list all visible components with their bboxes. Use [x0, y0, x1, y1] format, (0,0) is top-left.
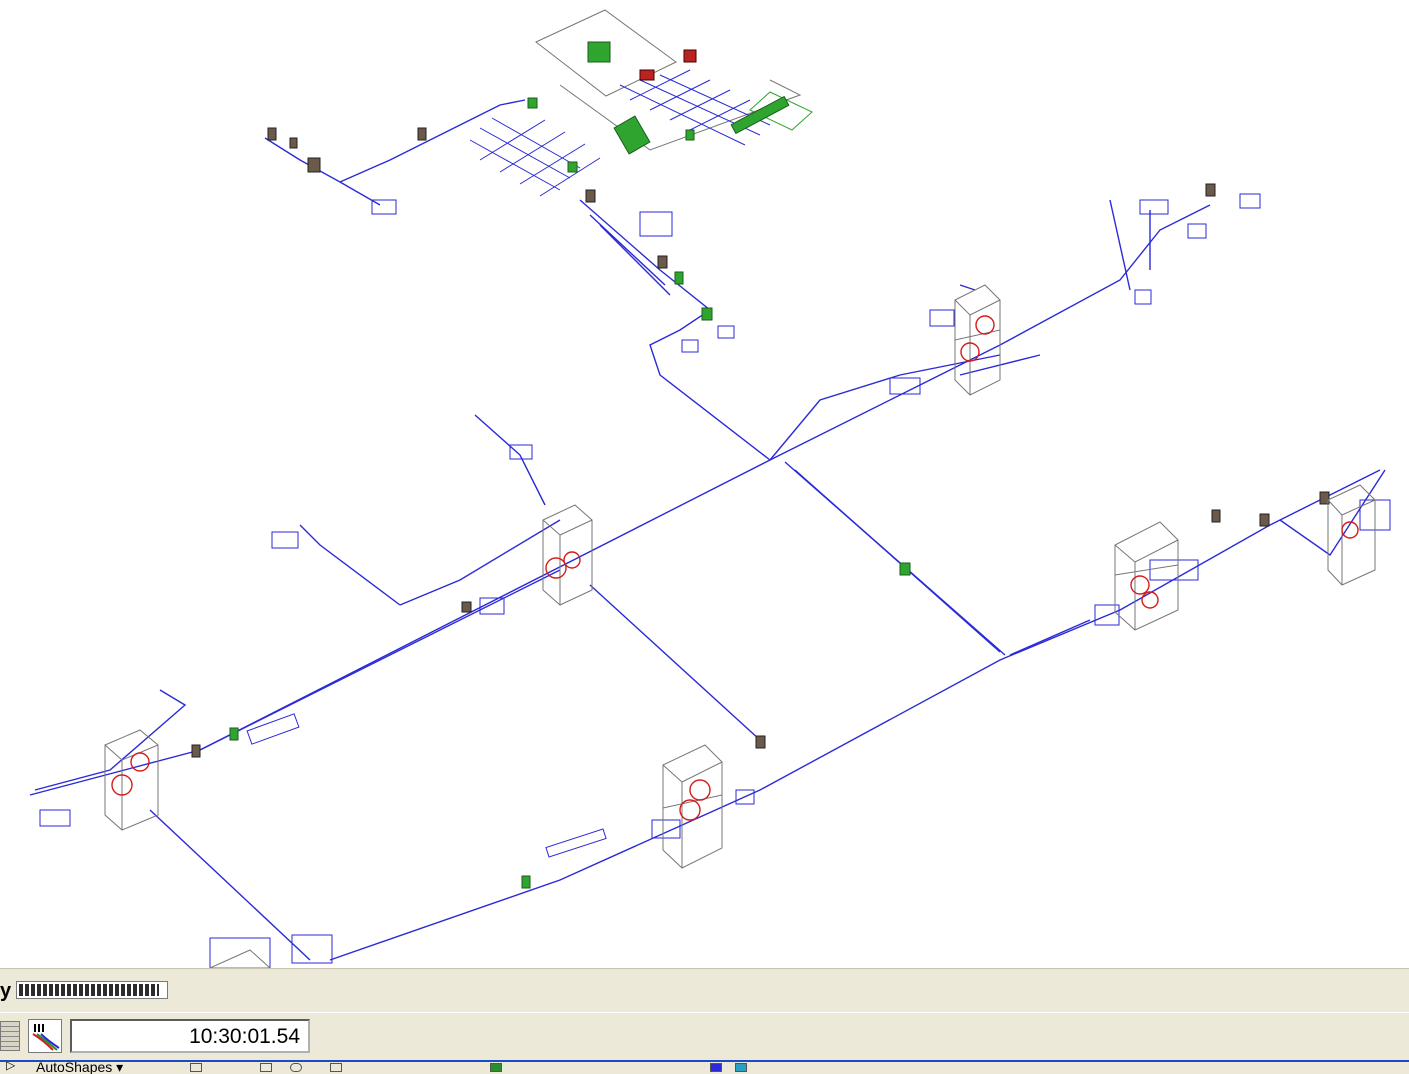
riser-frame-2: [542, 504, 593, 606]
fill-color-icon[interactable]: [735, 1063, 747, 1072]
bottom-equipment: [209, 934, 333, 968]
status-label: y: [0, 980, 12, 1002]
fill-color-icon[interactable]: [710, 1063, 722, 1072]
oval-icon[interactable]: [290, 1063, 302, 1072]
riser-frame-6: [1327, 484, 1376, 586]
textbox-icon[interactable]: [330, 1063, 342, 1072]
progress-fill: [19, 984, 160, 996]
riser-frame-1: [954, 284, 1001, 396]
progress-bar: [16, 981, 168, 999]
riser-frame-4: [662, 744, 723, 869]
drawing-canvas[interactable]: [0, 0, 1409, 968]
isometric-pipe-drawing: [29, 9, 1391, 968]
time-toolbar: 10:30:01.54: [0, 1012, 1409, 1062]
arrow-icon[interactable]: ▷: [6, 1060, 16, 1072]
top-manifold: [469, 49, 790, 197]
main-trunks: [29, 183, 1391, 961]
fill-color-icon[interactable]: [490, 1063, 502, 1072]
status-bar: y: [0, 968, 1409, 1013]
line-icon[interactable]: [190, 1063, 202, 1072]
rectangle-icon[interactable]: [260, 1063, 272, 1072]
upper-left-branch: [264, 99, 526, 215]
autoshapes-menu[interactable]: AutoShapes ▾: [36, 1060, 124, 1074]
time-display: 10:30:01.54: [70, 1019, 310, 1053]
drawing-toolbar: ▷ AutoShapes ▾: [0, 1060, 1409, 1074]
main-risers: [579, 189, 771, 461]
plant-frame: [535, 9, 813, 151]
layers-icon[interactable]: [28, 1019, 62, 1053]
grid-icon[interactable]: [0, 1021, 20, 1051]
riser-frame-5: [1114, 521, 1179, 631]
riser-frame-3: [104, 729, 159, 831]
